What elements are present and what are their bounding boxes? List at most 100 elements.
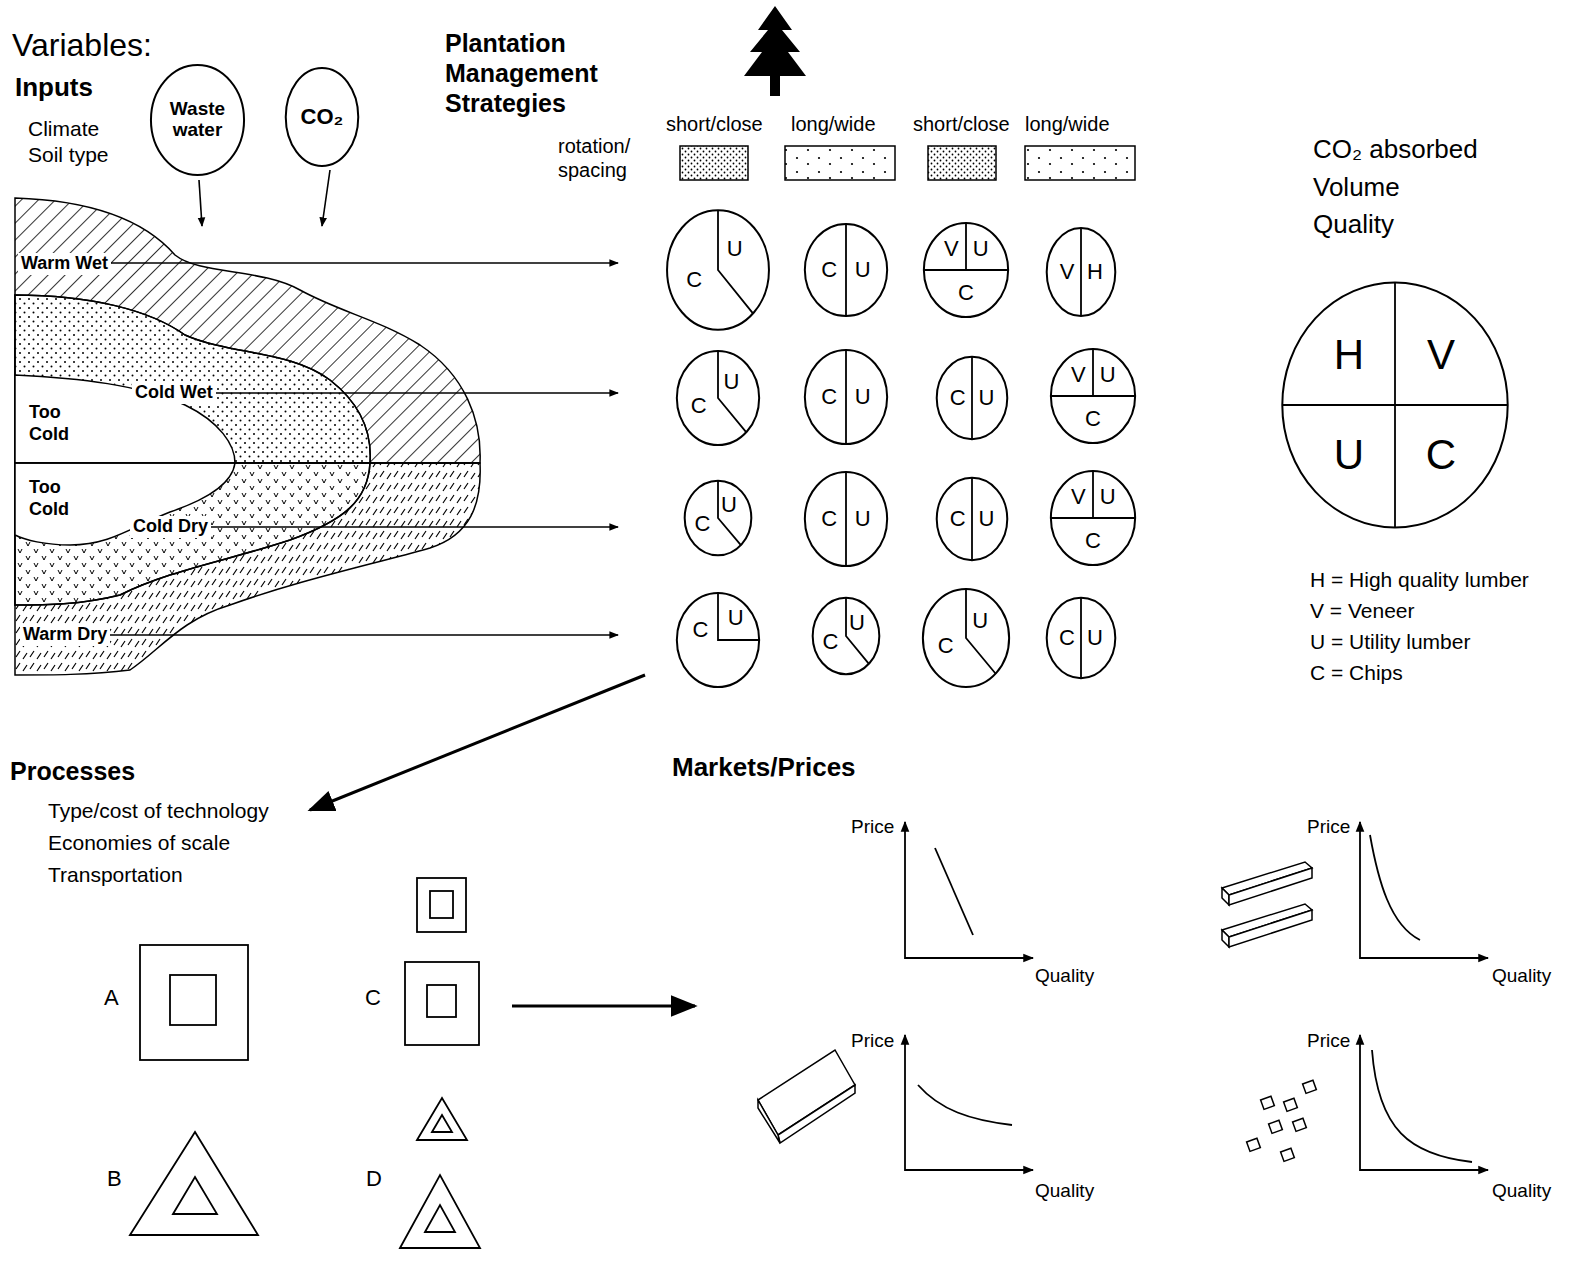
pie-letter: C: [950, 508, 966, 530]
label: Cold Dry: [130, 516, 211, 538]
input-arrow: [322, 170, 330, 226]
pie-letter: C: [950, 387, 966, 409]
label: Variables:: [12, 26, 152, 64]
pie-letter: U: [972, 610, 988, 632]
pie-letter: C: [694, 513, 710, 535]
product-pie: CU: [676, 350, 760, 446]
pie-letter: C: [1085, 408, 1101, 430]
label: Quality: [1035, 1180, 1094, 1203]
pie-letter: C: [1426, 434, 1456, 476]
pie-letter: V: [1060, 261, 1075, 283]
pie-letter: C: [1085, 530, 1101, 552]
product-pie: CU: [936, 477, 1008, 561]
product-pie: CU: [666, 209, 770, 331]
pie-letter: V: [1071, 364, 1086, 386]
legend-pie: H V U C: [1280, 280, 1510, 530]
pie-outline: [676, 350, 760, 446]
pie-outline: [922, 588, 1010, 688]
pie-letter: U: [978, 508, 994, 530]
pie-letter: V: [1427, 334, 1455, 376]
label: Price: [851, 816, 894, 839]
label: rotation/ spacing: [558, 134, 650, 182]
product-pie: CU: [922, 588, 1010, 688]
label: H = High quality lumber: [1310, 567, 1529, 592]
pie-outline: [804, 349, 888, 445]
label: Quality: [1313, 209, 1394, 240]
pie-letter: U: [973, 238, 989, 260]
pie-letter: C: [821, 508, 837, 530]
label: Plantation Management Strategies: [445, 28, 645, 118]
pie-letter: V: [1071, 486, 1086, 508]
product-pie: CU: [804, 223, 888, 317]
pie-letter: U: [723, 371, 739, 393]
pie-letter: C: [1059, 627, 1075, 649]
product-icons: [758, 862, 1316, 1161]
pie-outline: [804, 471, 888, 567]
pie-letter: U: [855, 259, 871, 281]
input-circle: CO₂: [285, 67, 359, 167]
pie-letter: H: [1087, 261, 1103, 283]
process-shapes: [130, 878, 480, 1248]
input-arrow: [199, 180, 202, 226]
product-pie: VUC: [923, 222, 1009, 318]
label: Volume: [1313, 172, 1400, 203]
label: Markets/Prices: [672, 752, 856, 783]
product-pie: VUC: [1050, 470, 1136, 566]
label: Transportation: [48, 862, 183, 887]
label: short/close: [913, 112, 1010, 136]
node-text: CO₂: [301, 105, 344, 129]
pie-letter: C: [686, 269, 702, 291]
pie-outline: [1046, 227, 1116, 317]
pie-letter: U: [849, 612, 865, 634]
pie-letter: C: [958, 282, 974, 304]
pie-letter: U: [1334, 434, 1364, 476]
pie-outline: [1046, 597, 1116, 679]
pie-letter: U: [1100, 364, 1116, 386]
pie-outline: [804, 223, 888, 317]
pie-letter: C: [822, 631, 838, 653]
pie-letter: U: [855, 386, 871, 408]
label: Warm Dry: [20, 624, 110, 646]
label: Processes: [10, 756, 135, 786]
price-charts: [905, 822, 1488, 1170]
pie-outline: [812, 597, 880, 675]
zone-arrow: [100, 634, 618, 636]
label: Economies of scale: [48, 830, 230, 855]
label: V = Veneer: [1310, 598, 1415, 623]
market-arrow: [512, 1005, 695, 1008]
label: Price: [851, 1030, 894, 1053]
label: U = Utility lumber: [1310, 629, 1470, 654]
label: C: [365, 985, 381, 1011]
label: Climate: [28, 116, 99, 141]
label: Soil type: [28, 142, 109, 167]
product-pie: CU: [804, 471, 888, 567]
product-pie: CU: [1046, 597, 1116, 679]
product-pie: VUC: [1050, 348, 1136, 444]
zone-arrow: [100, 262, 618, 264]
pie-letter: H: [1334, 334, 1364, 376]
label: C = Chips: [1310, 660, 1403, 685]
pie-letter: U: [1100, 486, 1116, 508]
label: A: [104, 985, 119, 1011]
climate-map: [15, 198, 480, 675]
pie-outline: [1280, 280, 1510, 530]
pie-letter: V: [944, 238, 959, 260]
label: Quality: [1492, 965, 1551, 988]
spacing-boxes: [680, 146, 1135, 180]
product-pie: CU: [936, 356, 1008, 440]
pie-outline: [666, 209, 770, 331]
node-text: Waste water: [164, 99, 232, 141]
pie-letter: C: [821, 386, 837, 408]
pie-letter: U: [727, 238, 743, 260]
label: Inputs: [15, 72, 93, 103]
product-pie: CU: [684, 480, 752, 556]
label: CO₂ absorbed: [1313, 134, 1478, 165]
pie-outline: [936, 477, 1008, 561]
product-pie: CU: [804, 349, 888, 445]
label: Type/cost of technology: [48, 798, 269, 823]
pie-letter: U: [978, 387, 994, 409]
pie-letter: U: [855, 508, 871, 530]
tree-icon: [744, 6, 806, 96]
pie-letter: C: [692, 619, 708, 641]
process-arrow: [310, 675, 645, 810]
